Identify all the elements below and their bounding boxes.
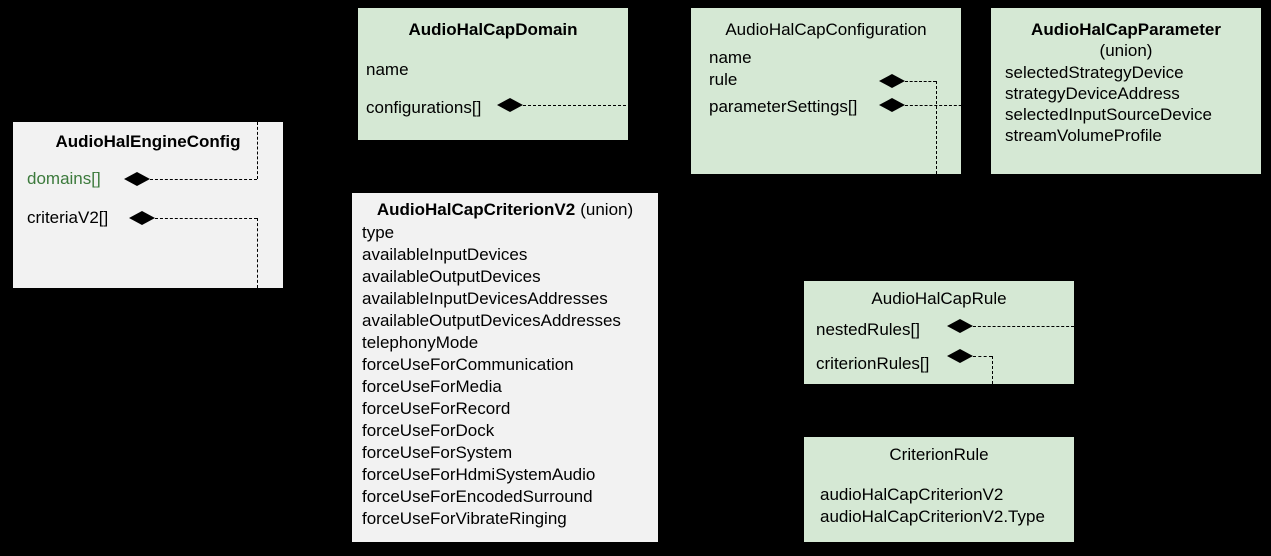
edge-criteriav2-vertical <box>257 218 258 288</box>
class-box-audiohalcapcriterionv2[interactable]: AudioHalCapCriterionV2(union) type avail… <box>352 193 658 542</box>
field-name-domain: name <box>366 60 409 79</box>
field-type: type <box>362 223 395 242</box>
edge-parametersettings-horizontal <box>905 105 991 106</box>
field-forceuseforcommunication: forceUseForCommunication <box>362 355 574 374</box>
class-box-audiohalcaprule[interactable]: AudioHalCapRule nestedRules[] criterionR… <box>804 281 1074 384</box>
field-availableinputdevicesaddresses: availableInputDevicesAddresses <box>362 289 608 308</box>
field-streamvolumeprofile: streamVolumeProfile <box>1005 126 1162 145</box>
edge-rule-vertical <box>936 81 937 174</box>
field-forceuseformedia: forceUseForMedia <box>362 377 502 396</box>
field-forceuseforsystem: forceUseForSystem <box>362 443 513 462</box>
field-domains: domains[] <box>27 169 101 188</box>
class-title-criterionrule: CriterionRule <box>889 445 989 464</box>
field-rule: rule <box>709 70 738 89</box>
edge-domains-vertical <box>257 122 258 179</box>
class-title-audiohalengineconfig: AudioHalEngineConfig <box>55 132 241 151</box>
composition-diamond-criteriav2 <box>129 211 155 225</box>
class-title-audiohalcaprule: AudioHalCapRule <box>871 289 1007 308</box>
field-availableoutputdevices: availableOutputDevices <box>362 267 541 286</box>
class-title-audiohalcapconfiguration: AudioHalCapConfiguration <box>725 20 927 39</box>
field-availableoutputdevicesaddresses: availableOutputDevicesAddresses <box>362 311 621 330</box>
field-strategydeviceaddress: strategyDeviceAddress <box>1005 84 1180 103</box>
field-configurations: configurations[] <box>366 98 482 117</box>
composition-diamond-criterionrules <box>947 349 973 363</box>
composition-diamond-configurations <box>497 98 523 112</box>
composition-diamond-rule <box>879 74 905 88</box>
field-forceuseforhdmisystemaudio: forceUseForHdmiSystemAudio <box>362 465 596 484</box>
field-criteriav2: criteriaV2[] <box>27 208 109 227</box>
edge-configurations-horizontal <box>523 105 691 106</box>
composition-diamond-domains <box>124 172 150 186</box>
class-box-audiohalcapdomain[interactable]: AudioHalCapDomain name configurations[] <box>358 8 628 140</box>
class-title-text-criterionv2: AudioHalCapCriterionV2 <box>376 200 576 219</box>
field-selectedstrategydevice: selectedStrategyDevice <box>1005 63 1184 82</box>
class-box-audiohalengineconfig[interactable]: AudioHalEngineConfig domains[] criteriaV… <box>13 122 283 288</box>
edge-nestedrules-horizontal <box>973 326 1074 327</box>
field-forceusefordock: forceUseForDock <box>362 421 495 440</box>
edge-criteriav2-horizontal <box>155 218 257 219</box>
field-telephonymode: telephonyMode <box>362 333 479 352</box>
edge-criterionrules-horizontal <box>973 356 992 357</box>
class-box-criterionrule[interactable]: CriterionRule audioHalCapCriterionV2 aud… <box>804 437 1074 542</box>
class-box-audiohalcapconfiguration[interactable]: AudioHalCapConfiguration name rule param… <box>691 8 961 174</box>
field-parametersettings: parameterSettings[] <box>709 97 858 116</box>
edge-criterionrules-vertical <box>992 356 993 384</box>
composition-diamond-nestedrules <box>947 319 973 333</box>
field-nestedrules: nestedRules[] <box>816 320 920 339</box>
class-box-audiohalcapparameter[interactable]: AudioHalCapParameter (union) selectedStr… <box>991 8 1261 174</box>
class-title-audiohalcapcriterionv2: AudioHalCapCriterionV2(union) <box>352 200 658 220</box>
field-criterionrules: criterionRules[] <box>816 354 930 373</box>
field-forceuseforencodedsurround: forceUseForEncodedSurround <box>362 487 593 506</box>
edge-rule-horizontal <box>905 81 936 82</box>
field-selectedinputsourcedevice: selectedInputSourceDevice <box>1005 105 1212 124</box>
field-audiohalcapcriterionv2: audioHalCapCriterionV2 <box>820 485 1004 504</box>
field-forceuseforvibrateringing: forceUseForVibrateRinging <box>362 509 567 528</box>
field-forceuseforrecord: forceUseForRecord <box>362 399 511 418</box>
class-title-audiohalcapdomain: AudioHalCapDomain <box>408 20 578 39</box>
field-availableinputdevices: availableInputDevices <box>362 245 528 264</box>
class-subtitle-audiohalcapparameter: (union) <box>1099 41 1153 60</box>
field-name-config: name <box>709 48 752 67</box>
field-audiohalcapcriterionv2-type: audioHalCapCriterionV2.Type <box>820 507 1045 526</box>
class-title-union-criterionv2: (union) <box>580 200 634 219</box>
class-title-audiohalcapparameter: AudioHalCapParameter <box>1031 20 1221 39</box>
edge-domains-horizontal <box>150 179 257 180</box>
composition-diamond-parametersettings <box>879 98 905 112</box>
